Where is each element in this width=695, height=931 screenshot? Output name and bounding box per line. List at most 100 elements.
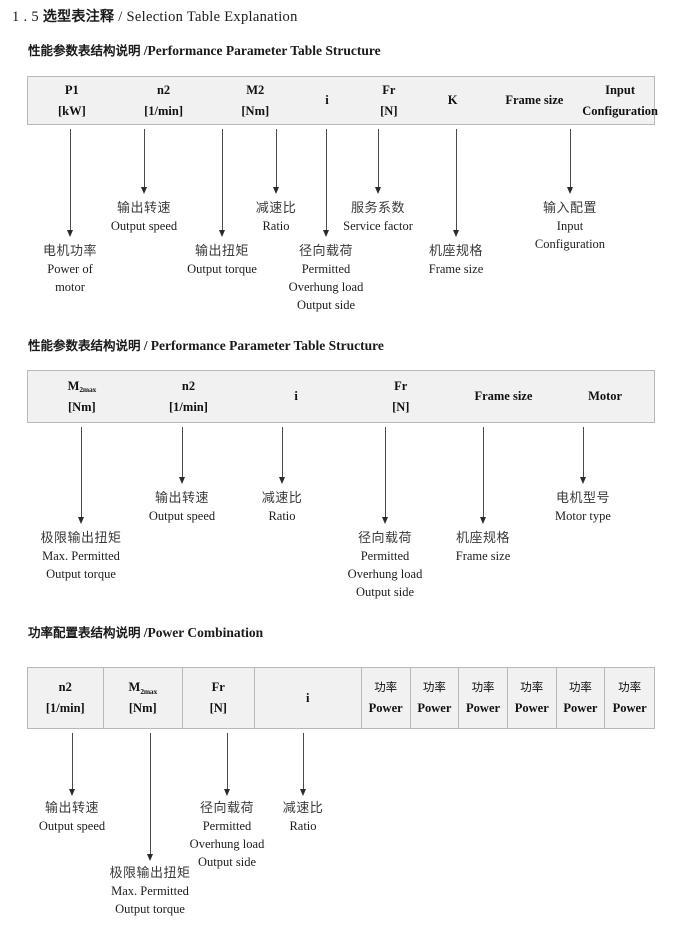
note-ratio-3: 减速比 Ratio bbox=[283, 800, 324, 836]
table-header-symbol: Fr bbox=[394, 378, 408, 393]
section-2-heading-cn: 性能参数表结构说明 bbox=[28, 338, 141, 353]
note-label-en: Permitted bbox=[202, 819, 252, 834]
table-header-unit: [1/min] bbox=[45, 701, 85, 715]
page-title: 1 . 5 选型表注释 / Selection Table Explanatio… bbox=[12, 6, 298, 26]
note-output-torque: 输出扭矩 Output torque bbox=[187, 243, 257, 279]
table-header-symbol: 功率 bbox=[471, 680, 495, 695]
note-label-en: Configuration bbox=[534, 237, 606, 252]
table-header-cell: Fr [N] bbox=[183, 668, 255, 728]
table-header-symbol: i bbox=[294, 389, 298, 404]
note-label-cn: 极限输出扭矩 bbox=[40, 531, 122, 546]
table-header-cell: n2[1/min] bbox=[136, 371, 242, 422]
table-header-unit: Power bbox=[514, 701, 549, 715]
note-label-en: Frame size bbox=[428, 262, 484, 277]
table-header-symbol: Fr bbox=[211, 680, 225, 695]
table-header-cell: n2[1/min] bbox=[28, 668, 104, 728]
note-label-en: Service factor bbox=[343, 219, 413, 234]
table-header-symbol: Fr bbox=[382, 82, 396, 97]
table-header-cell: Fr [N] bbox=[351, 371, 451, 422]
table-header-cell: Frame size bbox=[483, 77, 587, 124]
arrow-to-note-overhung-load bbox=[322, 129, 331, 237]
section-3-heading-en: Power Combination bbox=[147, 625, 264, 640]
note-label-cn: 径向载荷 bbox=[199, 801, 255, 816]
note-label-en: Overhung load bbox=[347, 567, 423, 582]
note-overhung-load-3: 径向载荷 Permitted Overhung load Output side bbox=[190, 800, 265, 872]
arrow-to-note-frame-size bbox=[452, 129, 461, 237]
table-header-cell: Fr[N] bbox=[355, 77, 423, 124]
section-3-heading-cn: 功率配置表结构说明 bbox=[28, 625, 141, 640]
note-label-cn: 减速比 bbox=[261, 491, 303, 506]
note-frame-size: 机座规格 Frame size bbox=[429, 243, 484, 279]
table-header-cell: n2[1/min] bbox=[116, 77, 212, 124]
note-label-en: Output torque bbox=[46, 567, 116, 582]
note-label-en: Permitted bbox=[360, 549, 410, 564]
note-label-en: Output side bbox=[297, 297, 355, 312]
table-header-unit: [Nm] bbox=[241, 103, 270, 118]
page-title-separator: / bbox=[118, 9, 123, 25]
table-header-cell: M2[Nm] bbox=[211, 77, 299, 124]
note-label-cn: 输入配置 bbox=[542, 201, 598, 216]
table-header-symbol: P1 bbox=[64, 82, 79, 97]
table-header-symbol: 功率 bbox=[374, 680, 398, 695]
note-ratio-2: 减速比 Ratio bbox=[262, 490, 303, 526]
note-label-en: Output side bbox=[198, 854, 256, 869]
table-header-cell: i bbox=[255, 668, 362, 728]
arrow-to-note-ratio bbox=[272, 129, 281, 194]
note-overhung-load: 径向载荷 Permitted Overhung load Output side bbox=[289, 243, 364, 315]
table-header-unit: [kW] bbox=[57, 103, 86, 118]
section-1-heading-en: Performance Parameter Table Structure bbox=[147, 43, 381, 58]
table-header-symbol: 功率 bbox=[618, 680, 642, 695]
note-label-en: Input bbox=[556, 219, 584, 234]
page-title-en: Selection Table Explanation bbox=[126, 9, 298, 25]
table-header-unit: Configuration bbox=[582, 103, 658, 118]
note-label-en: Permitted bbox=[301, 262, 351, 277]
table-header-cell: Frame size bbox=[451, 371, 557, 422]
table-header-unit: [N] bbox=[209, 701, 227, 715]
table-header-cell: i bbox=[241, 371, 351, 422]
note-label-en: Max. Permitted bbox=[42, 549, 120, 564]
section-3-heading: 功率配置表结构说明 /Power Combination bbox=[28, 622, 263, 641]
table-header-symbol: Frame size bbox=[505, 93, 564, 108]
note-ratio: 减速比 Ratio bbox=[256, 200, 297, 236]
note-label-en: Frame size bbox=[455, 549, 511, 564]
arrow-to-note-motor-type bbox=[579, 427, 588, 484]
note-output-speed: 输出转速 Output speed bbox=[111, 200, 177, 236]
table-header-unit: [N] bbox=[392, 399, 410, 414]
note-label-cn: 服务系数 bbox=[350, 201, 406, 216]
table-header-unit: [Nm] bbox=[67, 399, 96, 414]
note-label-en: Ratio bbox=[262, 219, 290, 234]
arrow-to-note-input-configuration bbox=[566, 129, 575, 194]
table-header-symbol: Motor bbox=[588, 389, 623, 404]
arrow-to-note-overhung-load-2 bbox=[381, 427, 390, 524]
arrow-to-note-output-speed-2 bbox=[178, 427, 187, 484]
table-header-symbol: M2max bbox=[128, 680, 158, 696]
arrow-to-note-service-factor bbox=[374, 129, 383, 194]
arrow-to-note-output-speed-3 bbox=[68, 733, 77, 796]
note-label-cn: 机座规格 bbox=[428, 244, 483, 259]
note-label-cn: 输出转速 bbox=[116, 201, 171, 216]
table-header-cell: Motor bbox=[556, 371, 654, 422]
note-label-en: motor bbox=[55, 280, 85, 295]
section-2-heading-en: Performance Parameter Table Structure bbox=[150, 338, 384, 353]
table-header-symbol: K bbox=[447, 93, 458, 108]
note-label-cn: 减速比 bbox=[255, 201, 297, 216]
note-output-speed-2: 输出转速 Output speed bbox=[149, 490, 215, 526]
note-label-cn: 输出转速 bbox=[44, 801, 99, 816]
table-header-cell: M2max[Nm] bbox=[28, 371, 136, 422]
note-label-en: Output torque bbox=[115, 902, 185, 917]
performance-parameter-table-2: M2max[Nm]n2[1/min] i Fr [N] Frame size Motor bbox=[27, 370, 655, 423]
table-header-unit: [1/min] bbox=[169, 399, 208, 414]
note-label-cn: 输出扭矩 bbox=[194, 244, 250, 259]
table-header-cell: M2max[Nm] bbox=[104, 668, 183, 728]
note-input-configuration: 输入配置 Input Configuration bbox=[535, 200, 605, 254]
section-3-heading-sep: / bbox=[143, 625, 148, 640]
arrow-to-note-ratio-3 bbox=[299, 733, 308, 796]
note-label-cn: 径向载荷 bbox=[298, 244, 354, 259]
note-label-cn: 电机型号 bbox=[555, 491, 610, 506]
note-service-factor: 服务系数 Service factor bbox=[343, 200, 413, 236]
note-motor-type: 电机型号 Motor type bbox=[555, 490, 611, 526]
note-label-en: Ratio bbox=[268, 509, 296, 524]
